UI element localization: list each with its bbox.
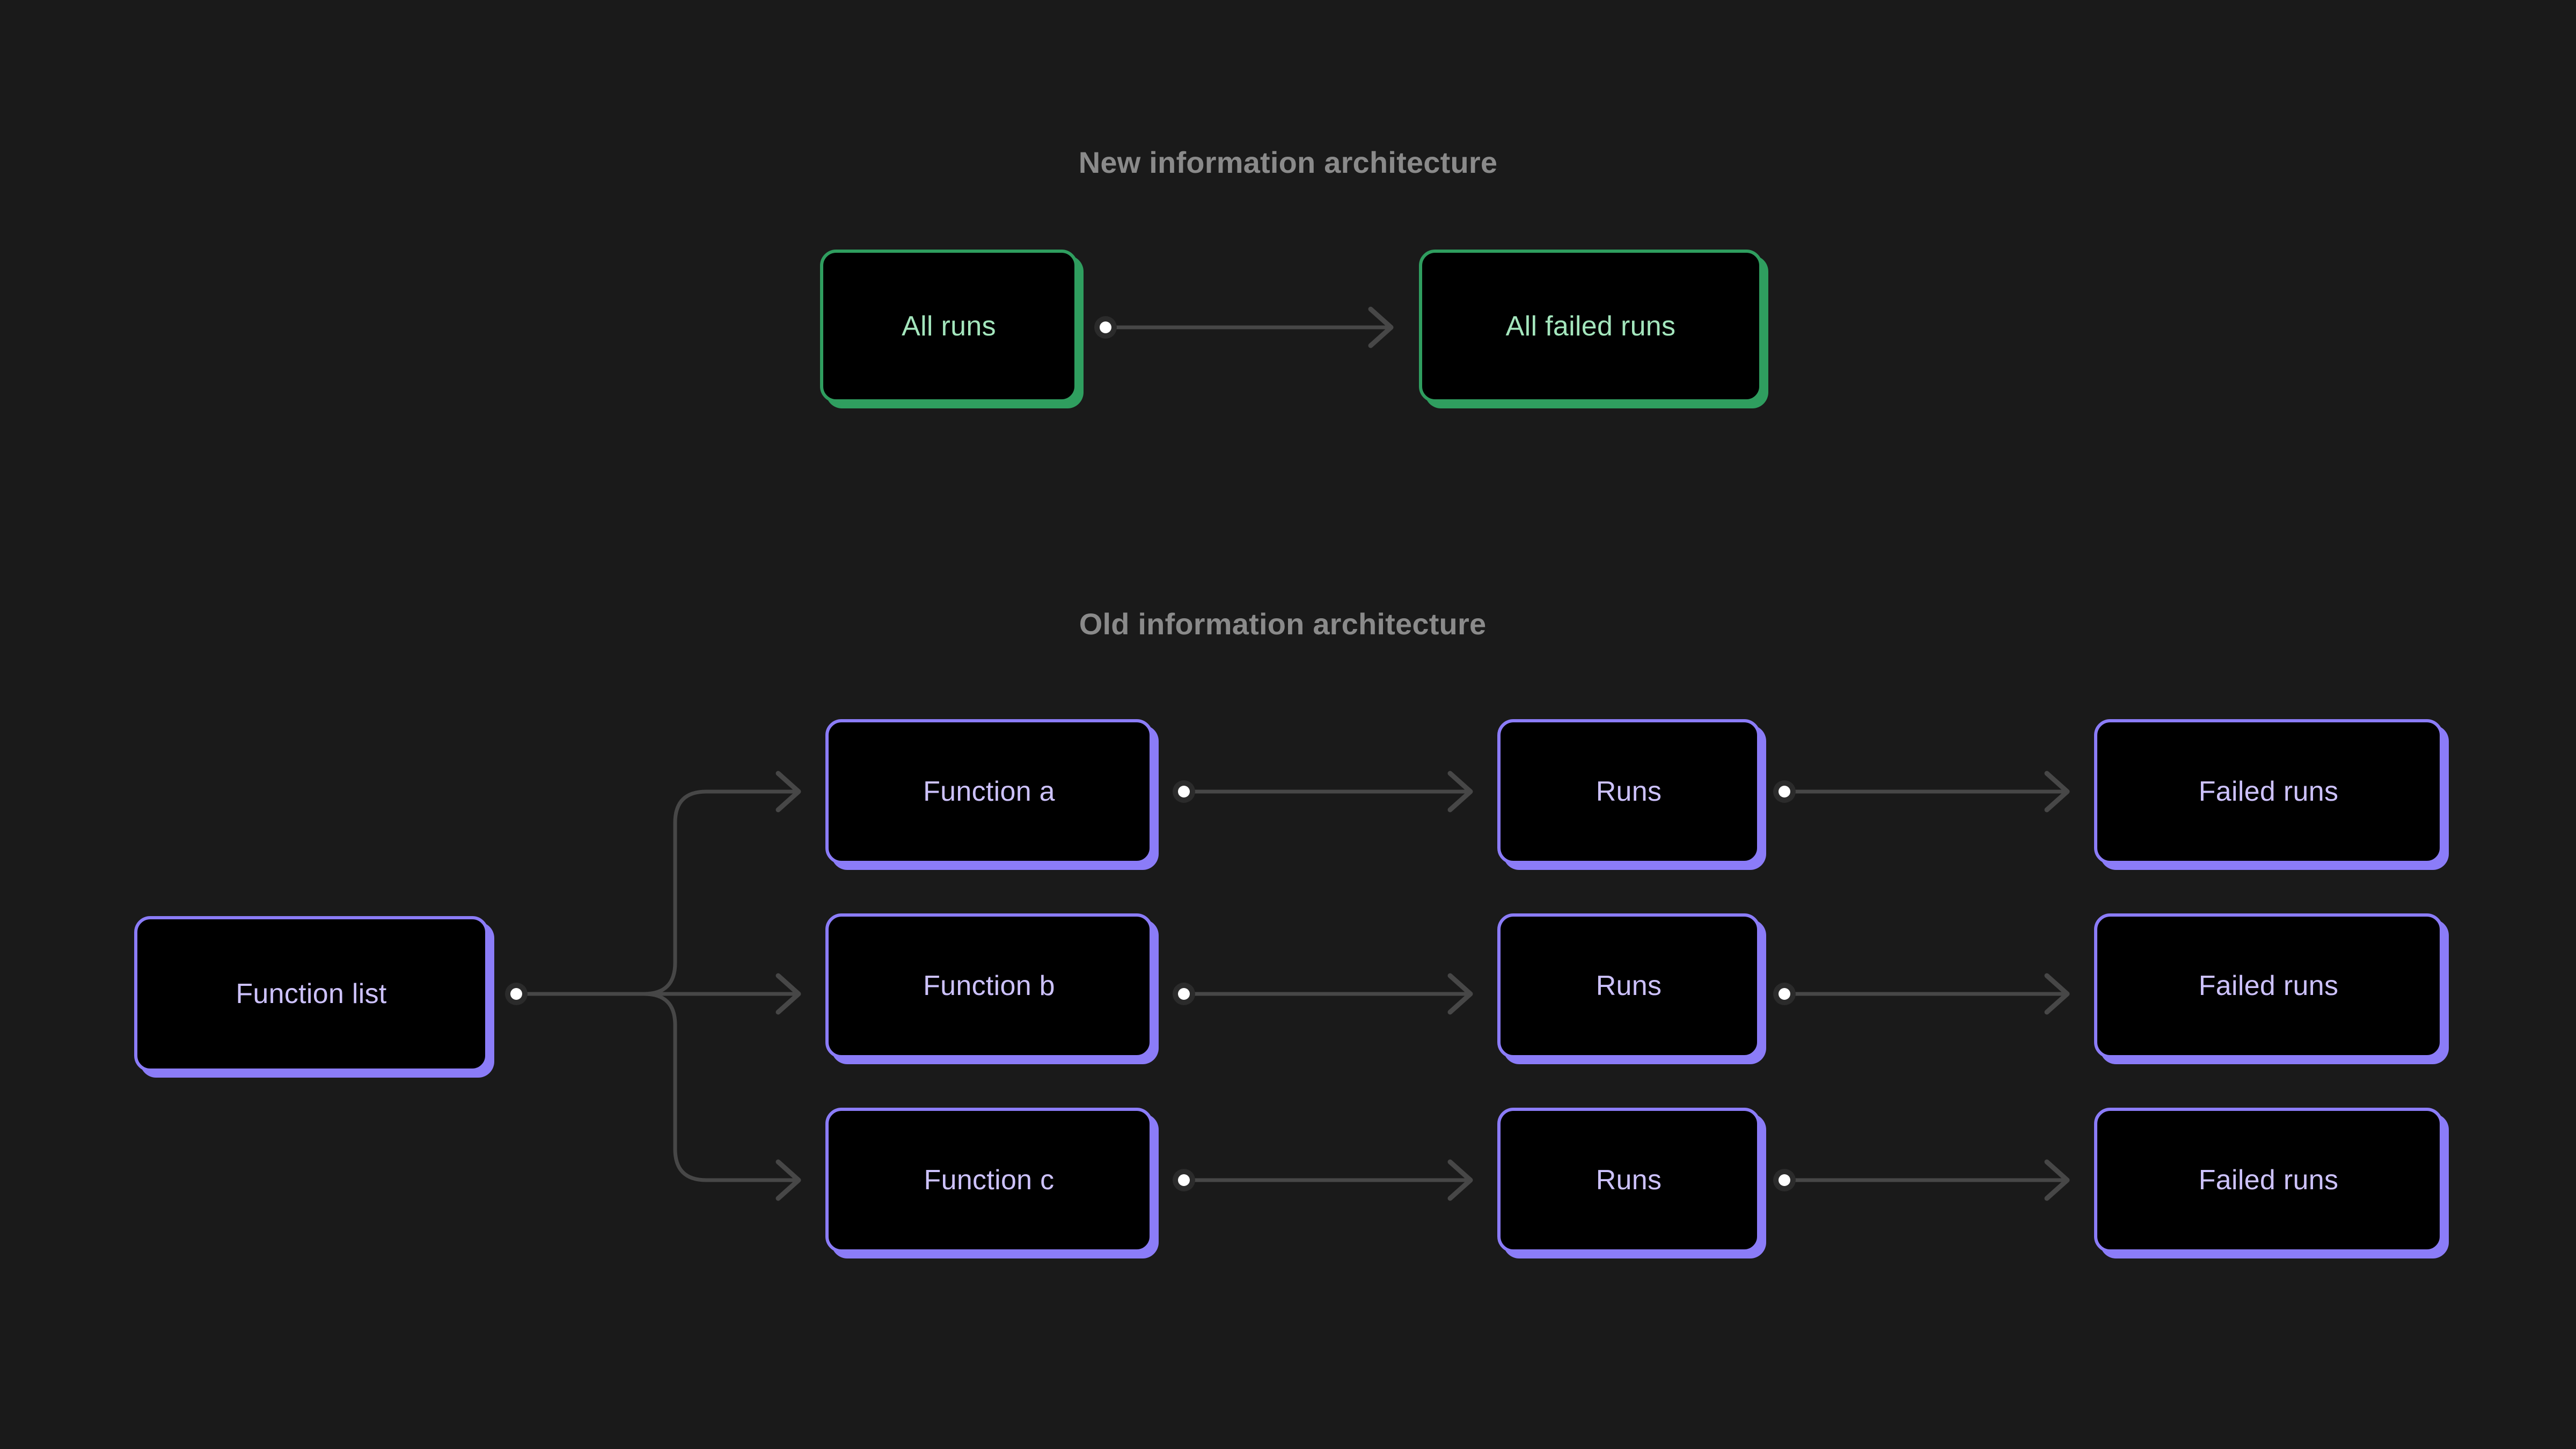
connector-dot-ring [1773,1169,1796,1191]
connector-dot-ring [1173,1169,1195,1191]
connector-dot-ring [1173,780,1195,803]
connector-dot-ring [1773,780,1796,803]
connector-branch-1 [642,789,801,996]
connector-start-dot [1773,1169,1796,1191]
connector-dot-core [1178,1174,1190,1186]
connector-runs-b-to-failed-runs-b [1773,973,2070,1015]
connector-dot-core [1178,786,1190,797]
node-runs-a[interactable]: Runs [1497,719,1760,864]
node-label: Function c [924,1165,1055,1196]
section-title-new-architecture: New information architecture [1078,145,1498,179]
connector-function-b-to-runs-b [1173,973,1473,1015]
node-label: Function b [923,970,1055,1001]
connector-start-dot [1094,316,1117,339]
connector-runs-c-to-failed-runs-c [1773,1159,2070,1201]
connector-start-dot [1173,780,1195,803]
node-function-list[interactable]: Function list [134,916,488,1072]
arrowhead-icon [2044,771,2070,813]
connector-dot-ring [505,983,528,1005]
arrowhead-icon [1447,1159,1473,1201]
node-failed-runs-a[interactable]: Failed runs [2094,719,2443,864]
node-label: Function list [236,978,387,1009]
connector-start-dot [1173,983,1195,1005]
connector-function-list-branch [505,771,801,1201]
node-all-runs[interactable]: All runs [820,250,1078,402]
connector-function-c-to-runs-c [1173,1159,1473,1201]
connector-runs-a-to-failed-runs-a [1773,771,2070,813]
node-label: Function a [923,776,1055,807]
arrowhead-icon [1447,771,1473,813]
connector-dot-core [1178,988,1190,1000]
node-label: Runs [1596,970,1662,1001]
connector-dot-core [1779,786,1790,797]
connector-dot-ring [1173,983,1195,1005]
node-label: Runs [1596,1165,1662,1196]
arrowhead-icon [1447,973,1473,1015]
node-label: Failed runs [2198,1165,2339,1196]
node-all-failed-runs[interactable]: All failed runs [1419,250,1762,402]
connector-all-runs-to-all-failed-runs [1094,306,1394,348]
connector-dot-ring [1094,316,1117,339]
section-title-old-architecture: Old information architecture [1079,607,1487,641]
arrowhead-icon [2044,1159,2070,1201]
node-failed-runs-c[interactable]: Failed runs [2094,1108,2443,1253]
arrowhead-icon [775,973,801,1015]
node-runs-b[interactable]: Runs [1497,913,1760,1058]
arrowhead-icon [1368,306,1394,348]
connector-branch-3 [642,992,801,1182]
arrowhead-icon [775,1159,801,1201]
node-label: Failed runs [2198,970,2339,1001]
connector-dot-ring [1773,983,1796,1005]
connector-dot-core [1779,988,1790,1000]
connector-start-dot [1773,780,1796,803]
connector-start-dot [1773,983,1796,1005]
node-label: Failed runs [2198,776,2339,807]
connector-dot-core [1100,321,1111,333]
arrowhead-icon [2044,973,2070,1015]
connector-start-dot [505,983,528,1005]
connector-dot-core [510,988,522,1000]
arrowhead-icon [775,771,801,813]
connector-dot-core [1779,1174,1790,1186]
node-label: All runs [902,310,996,342]
connector-function-a-to-runs-a [1173,771,1473,813]
node-label: Runs [1596,776,1662,807]
node-failed-runs-b[interactable]: Failed runs [2094,913,2443,1058]
node-label: All failed runs [1505,310,1676,342]
node-function-a[interactable]: Function a [825,719,1153,864]
node-function-b[interactable]: Function b [825,913,1153,1058]
node-function-c[interactable]: Function c [825,1108,1153,1253]
node-runs-c[interactable]: Runs [1497,1108,1760,1253]
connector-start-dot [1173,1169,1195,1191]
